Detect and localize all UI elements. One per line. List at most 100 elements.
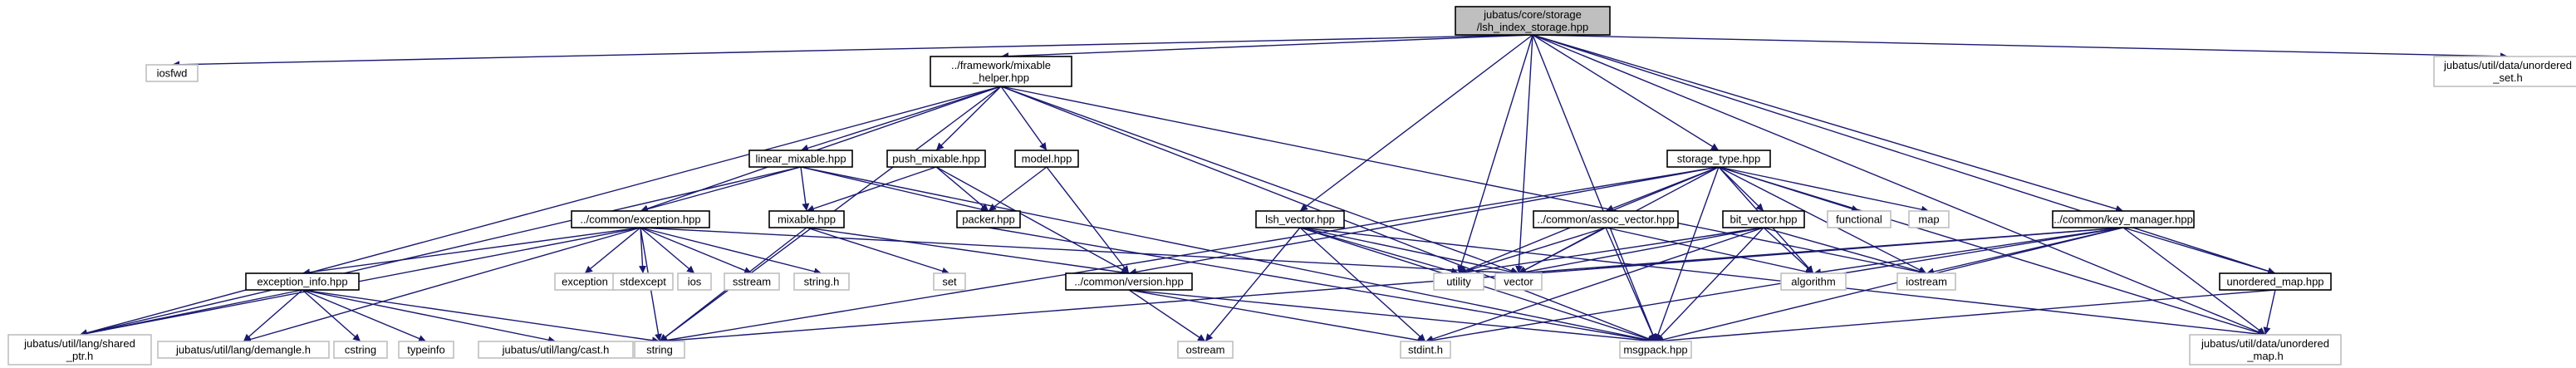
node-mixable-helper[interactable]: ../framework/mixable_helper.hpp xyxy=(930,56,1072,87)
edge-storage-type-to-map xyxy=(1718,166,1930,213)
edge xyxy=(1718,166,1764,212)
node-packer[interactable]: packer.hpp xyxy=(956,210,1021,228)
edge-model-to-version xyxy=(1046,166,1130,274)
edge xyxy=(1515,34,1533,274)
node-label-line: _map.h xyxy=(2246,350,2283,362)
node-box xyxy=(1255,210,1345,228)
node-label-line: iostream xyxy=(1906,276,1947,288)
edge xyxy=(1532,34,2509,61)
node-layer: jubatus/core/storage/lsh_index_storage.h… xyxy=(7,6,2576,366)
node-box xyxy=(1433,272,1484,291)
edge xyxy=(1518,227,1607,274)
edge xyxy=(1299,227,1460,275)
edge xyxy=(1655,227,2124,344)
edge-mixable-helper-to-exception xyxy=(640,86,1002,213)
edge-root-to-unordered-set xyxy=(1532,34,2509,61)
node-label-line: ../common/version.hpp xyxy=(1074,276,1184,288)
edge xyxy=(79,227,641,337)
node-label-line: storage_type.hpp xyxy=(1677,153,1760,165)
node-box xyxy=(2433,56,2576,87)
node-label-line: ../common/key_manager.hpp xyxy=(2053,213,2193,226)
node-storage-type[interactable]: storage_type.hpp xyxy=(1666,150,1771,168)
node-label-line: jubatus/core/storage xyxy=(1483,8,1582,21)
edge xyxy=(1654,166,1720,342)
node-box xyxy=(2052,210,2195,228)
edge-exception-info-to-demangle xyxy=(243,289,303,342)
edge-root-to-iosfwd xyxy=(171,34,1533,69)
edge-storage-type-to-unordered-map-h xyxy=(1718,166,2266,336)
edge-root-to-key-manager xyxy=(1532,34,2124,213)
node-assoc-vector[interactable]: ../common/assoc_vector.hpp xyxy=(1533,210,1679,228)
node-label-line: model.hpp xyxy=(1022,153,1072,165)
edge xyxy=(171,34,1533,69)
node-label-line: linear_mixable.hpp xyxy=(755,153,846,165)
edge-exception-to-ios xyxy=(640,227,695,274)
node-box xyxy=(634,341,685,359)
node-iostream: iostream xyxy=(1896,272,1956,291)
edge-linear-mixable-to-shared-ptr xyxy=(79,166,802,337)
node-label-line: jubatus/util/lang/demangle.h xyxy=(175,344,311,356)
node-version[interactable]: ../common/version.hpp xyxy=(1065,272,1193,291)
edge xyxy=(1000,34,1533,61)
node-push-mixable[interactable]: push_mixable.hpp xyxy=(886,150,986,168)
node-exception[interactable]: ../common/exception.hpp xyxy=(571,210,710,228)
node-key-manager[interactable]: ../common/key_manager.hpp xyxy=(2052,210,2195,228)
node-label-line: exception_info.hpp xyxy=(257,276,347,288)
node-linear-mixable[interactable]: linear_mixable.hpp xyxy=(748,150,853,168)
edge xyxy=(640,227,1519,277)
node-box xyxy=(1065,272,1193,291)
node-label-line: push_mixable.hpp xyxy=(892,153,980,165)
edge-bit-vector-to-stdint xyxy=(1425,227,1764,343)
edge-push-mixable-to-packer xyxy=(935,166,989,212)
edge xyxy=(1605,227,1814,276)
node-box xyxy=(930,56,1072,87)
node-unordered-map-hpp[interactable]: unordered_map.hpp xyxy=(2219,272,2332,291)
edge xyxy=(1532,34,2124,213)
node-box xyxy=(1827,210,1892,228)
edge xyxy=(1425,227,2124,344)
node-vector: vector xyxy=(1494,272,1543,291)
node-lsh-vector[interactable]: lsh_vector.hpp xyxy=(1255,210,1345,228)
edge xyxy=(640,227,753,274)
edge xyxy=(800,166,989,213)
edge-exception-to-vector xyxy=(640,227,1519,277)
node-mixable[interactable]: mixable.hpp xyxy=(768,210,845,228)
node-root[interactable]: jubatus/core/storage/lsh_index_storage.h… xyxy=(1455,6,1611,36)
edge xyxy=(79,289,303,337)
node-bit-vector[interactable]: bit_vector.hpp xyxy=(1722,210,1805,228)
edge xyxy=(2122,227,2276,275)
node-stdint: stdint.h xyxy=(1400,341,1451,359)
edge xyxy=(302,289,427,342)
edge xyxy=(639,227,647,274)
edge xyxy=(935,166,1130,274)
edge xyxy=(640,227,695,274)
edge-exception-info-to-string xyxy=(302,289,660,345)
edge xyxy=(935,166,989,212)
node-label-line: ../framework/mixable xyxy=(951,59,1051,71)
edge-linear-mixable-to-packer xyxy=(800,166,989,213)
node-typeinfo: typeinfo xyxy=(398,341,454,359)
node-label-line: string.h xyxy=(804,276,840,288)
edge-assoc-vector-to-vector xyxy=(1518,227,1607,274)
edge xyxy=(302,289,557,344)
edge xyxy=(1763,227,1927,275)
edge-lsh-vector-to-utility xyxy=(1299,227,1460,275)
edge-linear-mixable-to-exception xyxy=(640,166,802,213)
edge xyxy=(1299,227,1519,276)
edge-push-mixable-to-mixable xyxy=(806,166,937,213)
node-label-line: jubatus/util/lang/cast.h xyxy=(502,344,610,356)
node-box xyxy=(748,150,853,168)
node-box xyxy=(1722,210,1805,228)
edge xyxy=(1299,34,1533,212)
edge-exception-info-to-shared-ptr xyxy=(79,289,303,337)
edge xyxy=(988,166,1048,212)
edge xyxy=(1532,34,1720,151)
edge-key-manager-to-stdint xyxy=(1425,227,2124,344)
node-box xyxy=(398,341,454,359)
edge-assoc-vector-to-algorithm xyxy=(1605,227,1814,276)
node-exception-info[interactable]: exception_info.hpp xyxy=(245,272,360,291)
edge xyxy=(1813,227,2124,277)
node-model[interactable]: model.hpp xyxy=(1014,150,1079,168)
edge xyxy=(800,166,810,212)
node-unordered-map-h: jubatus/util/data/unordered_map.h xyxy=(2189,334,2342,366)
